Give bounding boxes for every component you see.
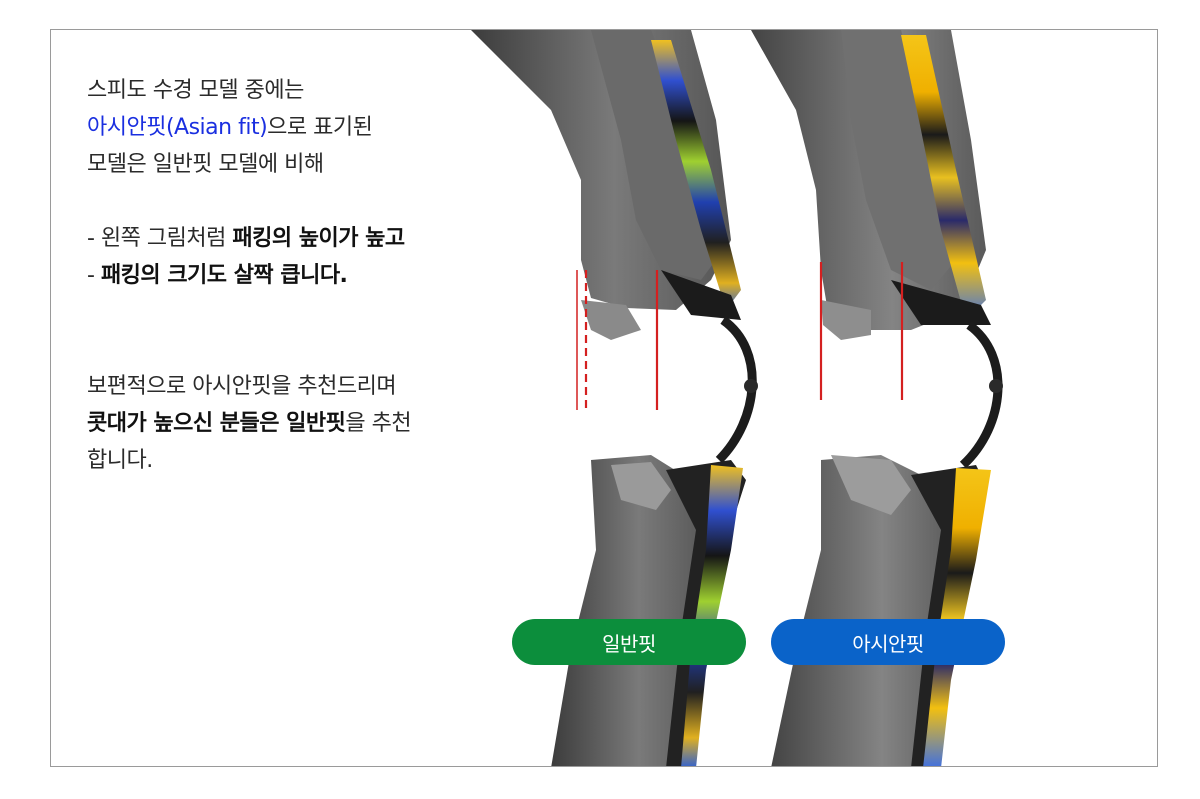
- bullet-1: - 왼쪽 그림처럼 패킹의 높이가 높고: [87, 220, 507, 257]
- content-frame: 스피도 수경 모델 중에는 아시안핏(Asian fit)으로 표기된 모델은 …: [50, 29, 1158, 767]
- intro-line-2: 아시안핏(Asian fit)으로 표기된: [87, 109, 507, 146]
- intro-line-3: 모델은 일반핏 모델에 비해: [87, 152, 324, 177]
- bullet-2-bold: 패킹의 크기도 살짝 큽니다.: [100, 263, 348, 288]
- intro-line-2-rest: 으로 표기된: [267, 115, 373, 140]
- asian-fit-highlight: 아시안핏(Asian fit): [87, 115, 268, 140]
- description-text: 스피도 수경 모델 중에는 아시안핏(Asian fit)으로 표기된 모델은 …: [87, 72, 507, 479]
- recommend-line-2-rest: 을 추천: [345, 411, 412, 436]
- bullet-1-bold: 패킹의 높이가 높고: [232, 226, 405, 251]
- asian-fit-label: 아시안핏: [771, 619, 1005, 665]
- goggle-comparison-photo: [471, 30, 1003, 766]
- bullet-2-prefix: -: [87, 263, 101, 288]
- recommend-line-2-bold: 콧대가 높으신 분들은 일반핏: [87, 411, 346, 436]
- recommend-line-1: 보편적으로 아시안핏을 추천드리며: [87, 374, 397, 399]
- asian-fit-goggle: [751, 30, 1003, 766]
- bullet-2: - 패킹의 크기도 살짝 큽니다.: [87, 257, 507, 294]
- recommend-line-2: 콧대가 높으신 분들은 일반핏을 추천: [87, 405, 507, 442]
- bullet-1-prefix: - 왼쪽 그림처럼: [87, 226, 233, 251]
- regular-fit-label: 일반핏: [512, 619, 746, 665]
- intro-line-1: 스피도 수경 모델 중에는: [87, 78, 304, 103]
- height-guide-lines: [576, 262, 904, 410]
- regular-fit-goggle: [471, 30, 758, 766]
- recommend-line-3: 합니다.: [87, 448, 153, 473]
